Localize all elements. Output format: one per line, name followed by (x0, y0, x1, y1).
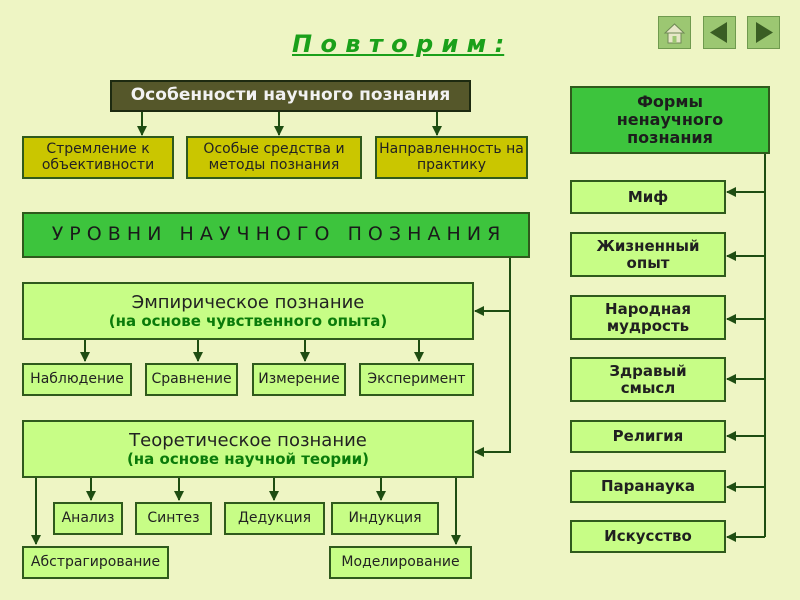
nonscientific-form: Здравый смысл (570, 357, 726, 402)
theoretical-method: Анализ (53, 502, 123, 535)
features-title: Особенности научного познания (130, 85, 451, 106)
nonscientific-form: Народная мудрость (570, 295, 726, 340)
nonscientific-form: Искусство (570, 520, 726, 553)
home-button[interactable] (658, 16, 691, 49)
arrow-right-icon (756, 22, 773, 43)
form-label: Религия (612, 427, 684, 446)
empirical-method: Измерение (252, 363, 346, 396)
method-label: Моделирование (341, 553, 460, 570)
empirical-method: Эксперимент (359, 363, 474, 396)
theoretical-extra-method: Моделирование (329, 546, 472, 579)
nonscientific-form: Жизненный опыт (570, 232, 726, 277)
nonscientific-form: Паранаука (570, 470, 726, 503)
method-label: Измерение (258, 370, 340, 387)
feature-box: Стремление к объективности (22, 136, 174, 179)
empirical-method: Наблюдение (22, 363, 132, 396)
nonscientific-form: Религия (570, 420, 726, 453)
empirical-title: Эмпирическое познание (131, 291, 365, 313)
levels-box: У Р О В Н И Н А У Ч Н О Г О П О З Н А Н … (22, 212, 530, 258)
theoretical-title: Теоретическое познание (129, 429, 367, 451)
method-label: Эксперимент (367, 370, 466, 387)
levels-title: У Р О В Н И Н А У Ч Н О Г О П О З Н А Н … (51, 223, 501, 246)
page-title: П о в т о р и м : (292, 30, 505, 58)
feature-label: Особые средства и методы познания (203, 140, 345, 173)
feature-label: Направленность на практику (379, 140, 524, 173)
method-label: Синтез (147, 509, 200, 526)
form-label: Искусство (604, 527, 692, 546)
theoretical-method: Индукция (331, 502, 439, 535)
form-label: Народная мудрость (605, 299, 691, 335)
empirical-method: Сравнение (145, 363, 238, 396)
features-title-box: Особенности научного познания (110, 80, 471, 112)
feature-box: Особые средства и методы познания (186, 136, 362, 179)
previous-button[interactable] (703, 16, 736, 49)
arrow-left-icon (710, 22, 727, 43)
form-label: Жизненный опыт (596, 236, 700, 272)
form-label: Паранаука (600, 477, 696, 496)
method-label: Сравнение (151, 370, 232, 387)
empirical-box: Эмпирическое познание (на основе чувстве… (22, 282, 474, 340)
theoretical-extra-method: Абстрагирование (22, 546, 169, 579)
theoretical-box: Теоретическое познание (на основе научно… (22, 420, 474, 478)
method-label: Анализ (61, 509, 115, 526)
theoretical-subtitle: (на основе научной теории) (126, 449, 370, 468)
theoretical-method: Синтез (135, 502, 212, 535)
feature-box: Направленность на практику (375, 136, 528, 179)
home-icon (663, 23, 686, 44)
next-button[interactable] (747, 16, 780, 49)
method-label: Наблюдение (30, 370, 124, 387)
method-label: Индукция (348, 509, 422, 526)
theoretical-method: Дедукция (224, 502, 325, 535)
empirical-subtitle: (на основе чувственного опыта) (108, 311, 388, 330)
form-label: Миф (627, 187, 669, 206)
method-label: Абстрагирование (30, 553, 161, 570)
nonscientific-title: Формы ненаучного познания (616, 92, 724, 147)
nonscientific-title-box: Формы ненаучного познания (570, 86, 770, 154)
form-label: Здравый смысл (609, 361, 687, 397)
nonscientific-form: Миф (570, 180, 726, 214)
method-label: Дедукция (237, 509, 312, 526)
feature-label: Стремление к объективности (41, 140, 155, 173)
